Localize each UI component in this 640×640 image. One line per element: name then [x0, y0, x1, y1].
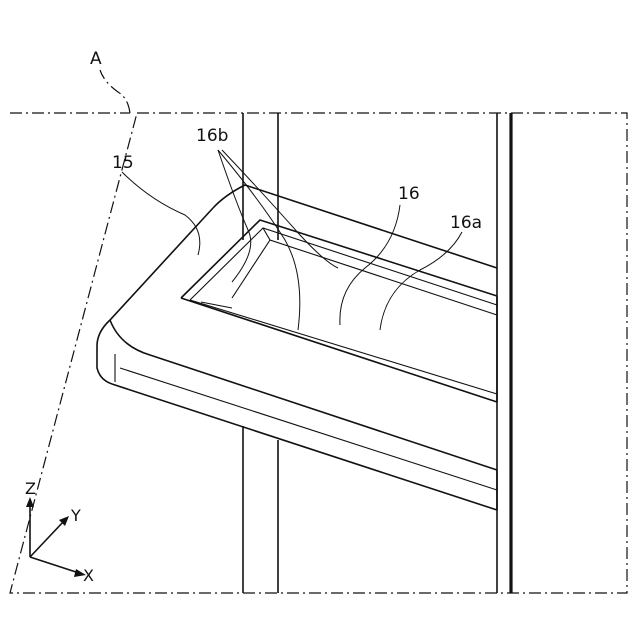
detail-label-a: A: [90, 49, 102, 69]
label-16b: 16b: [196, 126, 228, 146]
axis-label-y: Y: [70, 506, 81, 525]
axis-label-z: Z: [25, 479, 36, 498]
recess-tray: [181, 220, 497, 402]
axis-label-x: X: [83, 566, 94, 585]
detail-border: [10, 70, 627, 593]
shelf-body: [97, 185, 497, 510]
leader-16b-2: [218, 150, 300, 330]
label-15: 15: [112, 153, 134, 173]
label-16: 16: [398, 184, 420, 204]
leader-15: [122, 172, 200, 255]
vertical-frame: [243, 113, 511, 593]
leader-16: [340, 205, 400, 325]
label-16a: 16a: [450, 213, 482, 233]
